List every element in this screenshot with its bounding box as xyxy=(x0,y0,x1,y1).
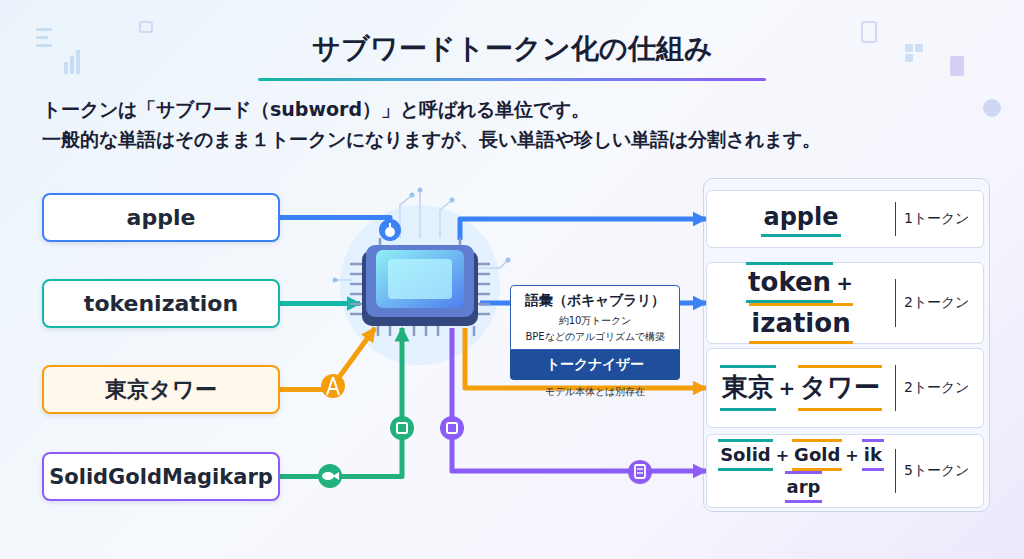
token-piece: apple xyxy=(761,201,840,237)
token-piece: token xyxy=(746,262,833,303)
vocabulary-heading: 語彙（ボキャブラリ） xyxy=(515,292,675,310)
tokenizer-name: トークナイザー xyxy=(512,356,678,374)
diagram-title: サブワードトークン化の仕組み xyxy=(0,30,1024,68)
token-count: 1トークン xyxy=(904,210,969,228)
token-pieces: token+ ization xyxy=(707,262,895,344)
plus-sign: + xyxy=(836,271,853,295)
tower-icon xyxy=(321,374,345,398)
token-count-cell: 1トークン xyxy=(895,202,983,236)
token-result-row: 東京+タワー 2トークン xyxy=(706,348,984,428)
token-piece: Solid xyxy=(718,439,773,471)
token-pieces: 東京+タワー xyxy=(707,365,895,411)
vocabulary-box: 語彙（ボキャブラリ） 約10万トークン BPEなどのアルゴリズムで構築 xyxy=(510,285,680,350)
token-pieces: Solid+Gold+ikarp xyxy=(707,439,895,503)
token-piece: タワー xyxy=(798,365,882,411)
input-word: SolidGoldMagikarp xyxy=(49,465,273,489)
chip-icon xyxy=(390,416,414,440)
tokenizer-band: トークナイザー xyxy=(510,350,680,380)
input-word-box: tokenization xyxy=(42,279,280,328)
token-piece: Gold xyxy=(792,439,842,471)
input-word: apple xyxy=(127,205,196,230)
flow-arrow xyxy=(280,328,402,477)
token-count: 2トークン xyxy=(904,294,969,312)
flow-arrow xyxy=(280,218,390,241)
token-piece: ik xyxy=(862,439,884,471)
token-result-row: token+ ization 2トークン xyxy=(706,262,984,344)
flow-arrow xyxy=(460,219,706,240)
tokenizer-note-text: モデル本体とは別存在 xyxy=(510,385,680,399)
tokenizer-note: モデル本体とは別存在 xyxy=(510,385,680,399)
vocabulary-size: 約10万トークン xyxy=(515,314,675,328)
token-result-row: apple 1トークン xyxy=(706,190,984,248)
input-word-box: apple xyxy=(42,193,280,242)
tokenizer-chip: 語彙（ボキャブラリ）約10万トークンBPEなどのアルゴリズムで構築トークナイザー… xyxy=(360,240,480,328)
chip-icon xyxy=(440,416,464,440)
flow-arrow xyxy=(452,328,706,471)
title-underline xyxy=(258,78,766,81)
flow-arrow xyxy=(280,301,360,306)
plus-sign: + xyxy=(845,446,858,465)
token-pieces: apple xyxy=(707,201,895,237)
token-count: 5トークン xyxy=(904,462,969,480)
plus-sign: + xyxy=(776,446,789,465)
input-word: 東京タワー xyxy=(105,375,217,405)
token-count-cell: 2トークン xyxy=(895,279,983,327)
token-result-row: Solid+Gold+ikarp5トークン xyxy=(706,434,984,508)
flow-arrow xyxy=(280,328,375,390)
fish-icon xyxy=(318,464,342,488)
vocabulary-method: BPEなどのアルゴリズムで構築 xyxy=(515,330,675,344)
apple-icon xyxy=(379,219,401,241)
plus-sign: + xyxy=(779,376,796,400)
token-piece: arp xyxy=(785,471,823,503)
input-word-box: 東京タワー xyxy=(42,365,280,414)
token-count-cell: 2トークン xyxy=(895,365,983,412)
intro-text: トークンは「サブワード（subword）」と呼ばれる単位です。 xyxy=(42,97,1002,123)
intro-text: 一般的な単語はそのまま１トークンになりますが、長い単語や珍しい単語は分割されます… xyxy=(42,127,1002,153)
tokenizer-panel: 語彙（ボキャブラリ） 約10万トークン BPEなどのアルゴリズムで構築トークナイザー… xyxy=(510,285,680,399)
token-count-cell: 5トークン xyxy=(895,449,983,492)
token-piece: ization xyxy=(749,303,852,344)
token-count: 2トークン xyxy=(904,379,969,397)
document-icon xyxy=(628,460,652,484)
input-word-box: SolidGoldMagikarp xyxy=(42,452,280,501)
token-piece: 東京 xyxy=(720,365,776,411)
input-word: tokenization xyxy=(84,291,238,316)
